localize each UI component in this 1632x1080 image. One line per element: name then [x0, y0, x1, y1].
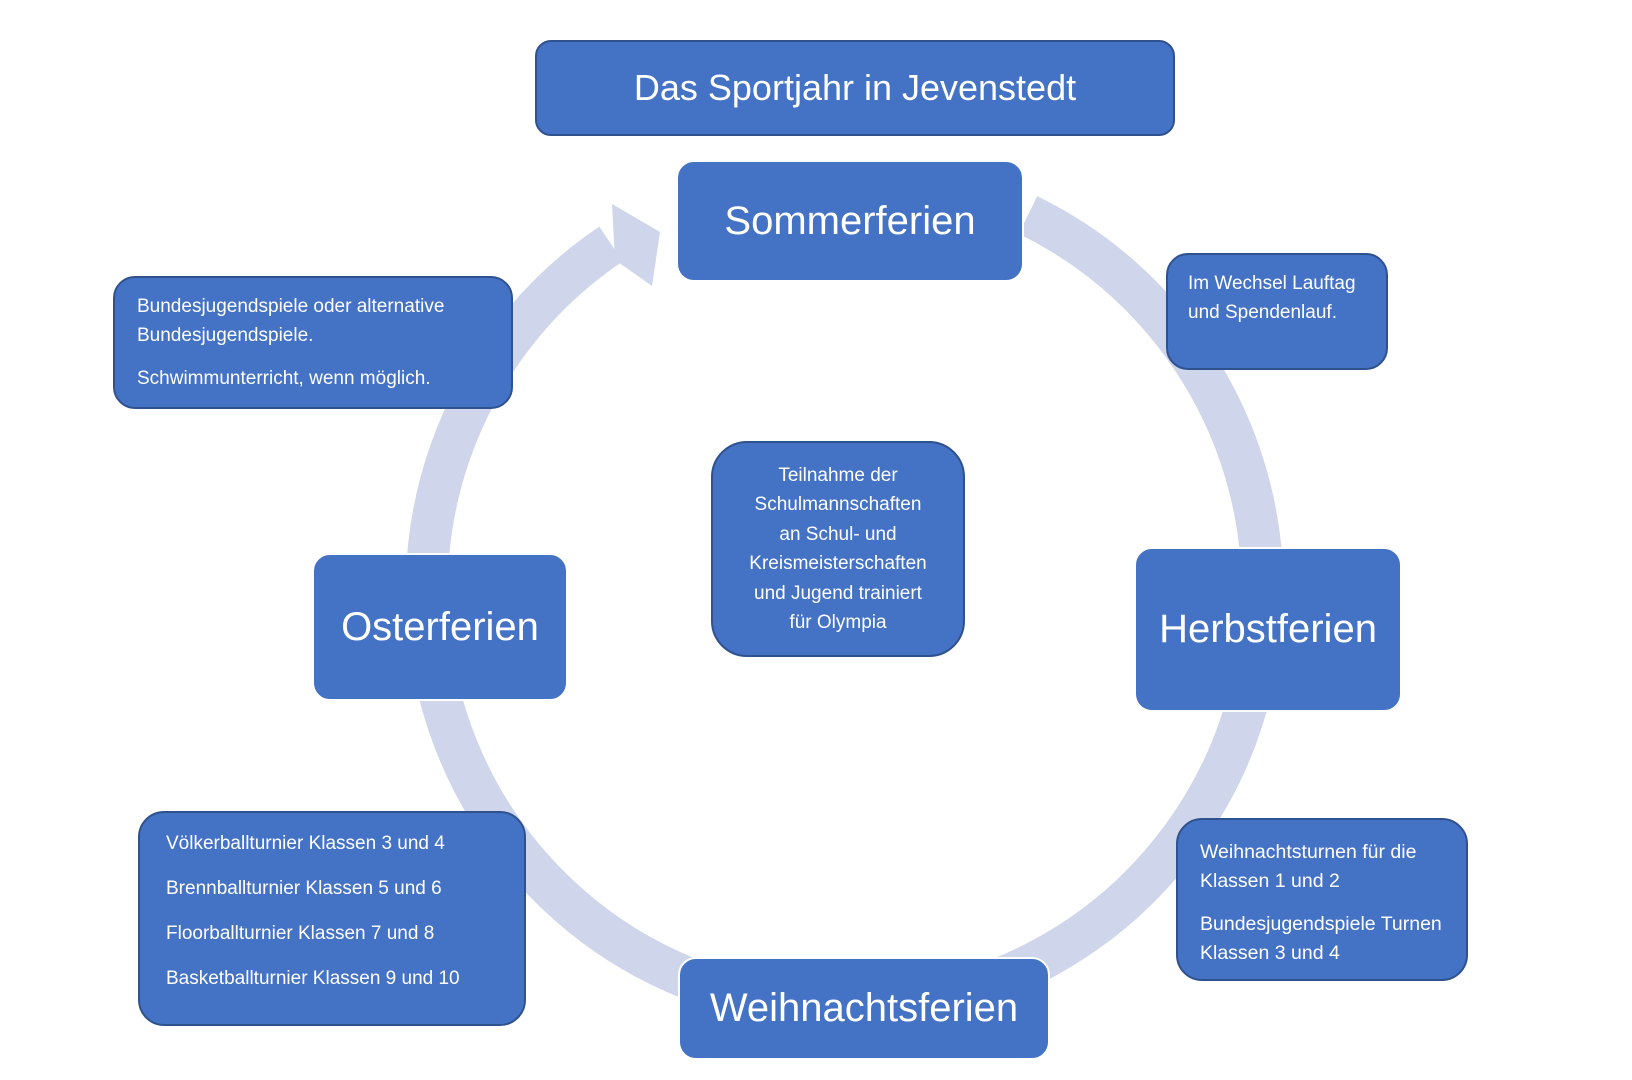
center-note-text: Teilnahme der Schulmannschaften an Schul… [749, 461, 926, 638]
note-paragraph: Im Wechsel Lauftag und Spendenlauf. [1188, 273, 1356, 323]
note-paragraph: Weihnachtsturnen für die Klassen 1 und 2 [1200, 841, 1417, 892]
center-note: Teilnahme der Schulmannschaften an Schul… [711, 441, 965, 657]
season-herbstferien: Herbstferien [1134, 547, 1402, 712]
center-line: an Schul- und [779, 523, 897, 545]
note-oster-to-sommer: Bundesjugendspiele oder alternative Bund… [113, 276, 513, 409]
season-osterferien: Osterferien [312, 553, 568, 701]
note-paragraph: Brennballturnier Klassen 5 und 6 [166, 878, 442, 899]
center-line: Kreismeisterschaften [749, 553, 927, 574]
note-paragraph: Bundesjugendspiele oder alternative Bund… [137, 296, 445, 346]
center-line: für Olympia [789, 612, 887, 633]
season-label: Herbstferien [1159, 607, 1377, 651]
season-label: Sommerferien [724, 198, 976, 243]
note-weihnacht-to-oster: Völkerballturnier Klassen 3 und 4 Brennb… [138, 811, 526, 1026]
center-line: und Jugend trainiert [754, 582, 922, 604]
note-paragraph: Basketballturnier Klassen 9 und 10 [166, 968, 460, 989]
season-weihnachtsferien: Weihnachtsferien [678, 957, 1050, 1060]
season-sommerferien: Sommerferien [676, 160, 1024, 282]
note-paragraph: Floorballturnier Klassen 7 und 8 [166, 923, 435, 944]
note-paragraph: Bundesjugendspiele Turnen Klassen 3 und … [1200, 913, 1442, 964]
arrow-icon [612, 204, 660, 286]
season-label: Weihnachtsferien [709, 986, 1019, 1030]
season-label: Osterferien [341, 604, 539, 649]
note-paragraph: Schwimmunterricht, wenn möglich. [137, 368, 431, 389]
diagram-title: Das Sportjahr in Jevenstedt [535, 40, 1175, 136]
diagram-title-text: Das Sportjahr in Jevenstedt [633, 67, 1077, 108]
note-sommer-to-herbst: Im Wechsel Lauftag und Spendenlauf. [1166, 253, 1388, 370]
center-line: Teilnahme der [778, 464, 898, 486]
note-herbst-to-weihnacht: Weihnachtsturnen für die Klassen 1 und 2… [1176, 818, 1468, 981]
note-paragraph: Völkerballturnier Klassen 3 und 4 [166, 833, 445, 854]
center-line: Schulmannschaften [754, 494, 922, 515]
